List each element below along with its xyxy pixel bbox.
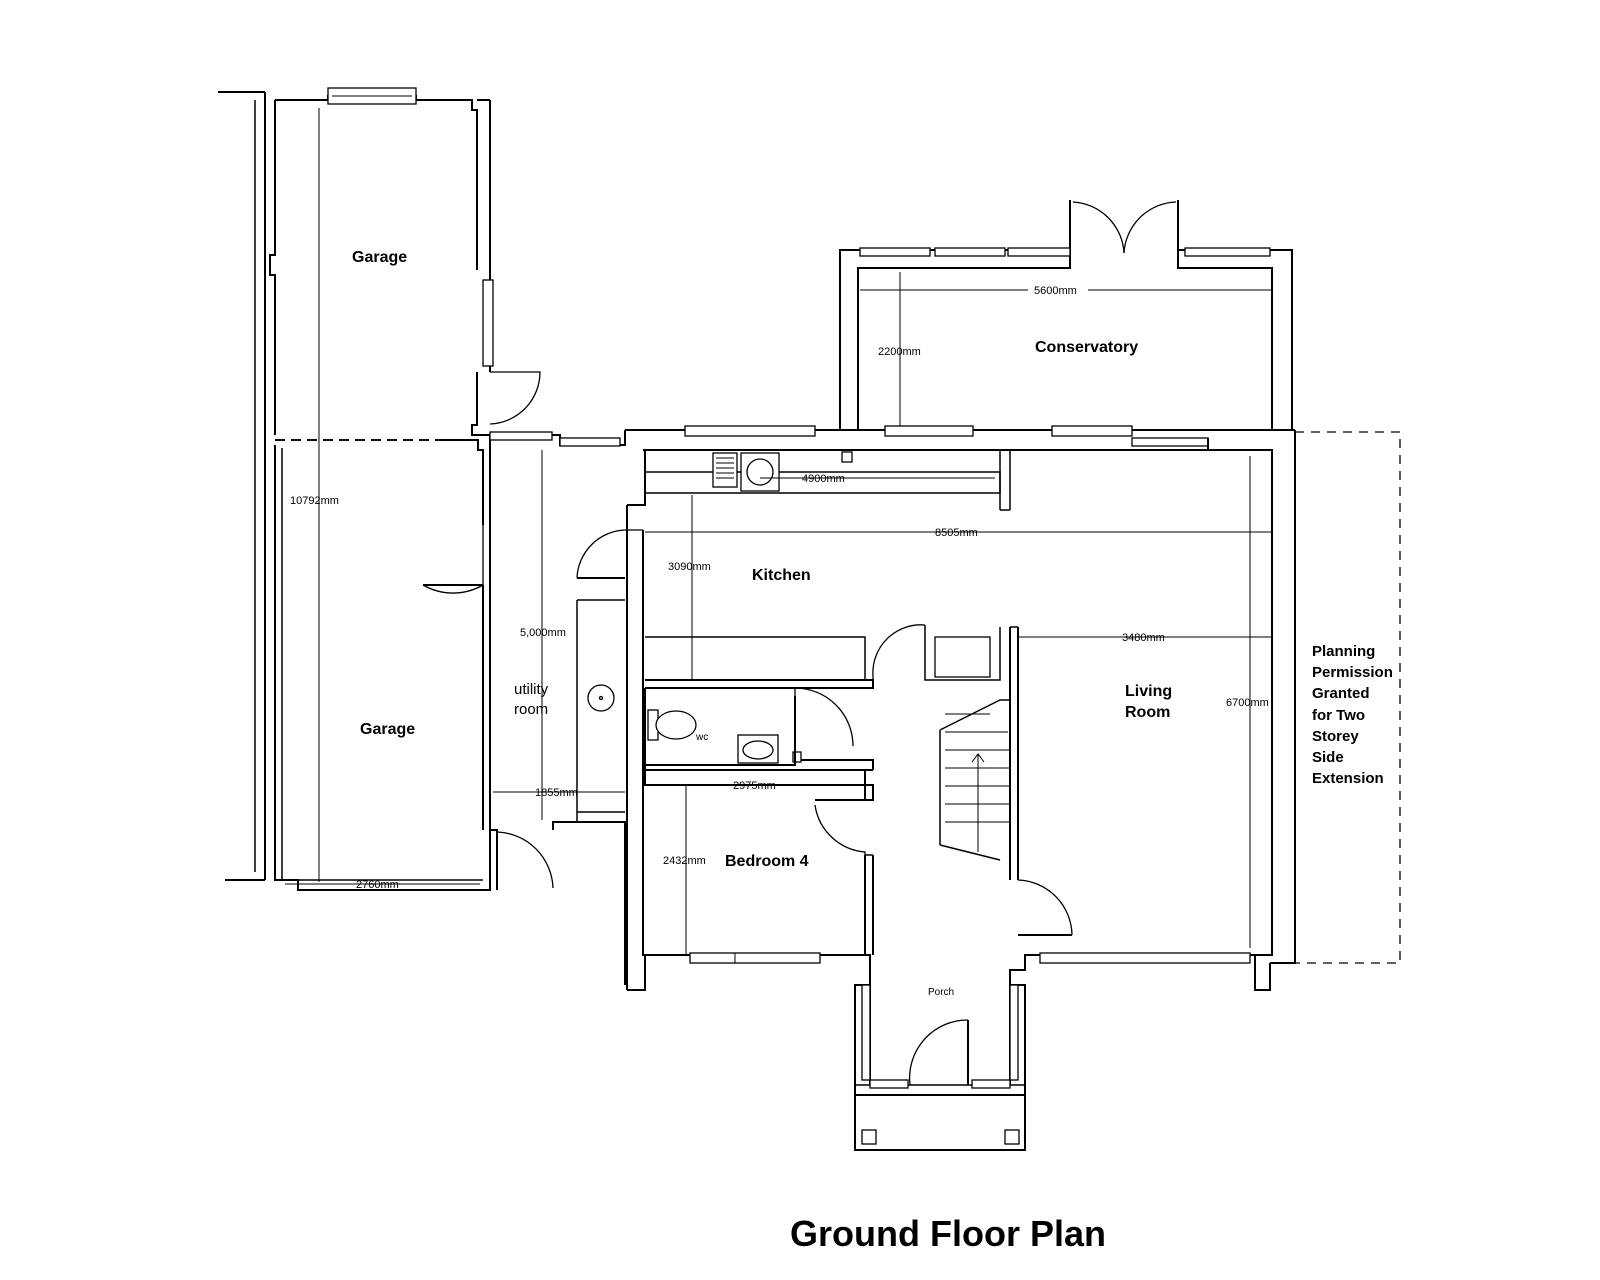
utility-label-1: utility [514,681,549,698]
house-width-label: 8505mm [935,527,978,539]
garage-front-label: Garage [360,721,415,738]
bedroom-depth-label: 2432mm [663,855,706,867]
conservatory-label: Conservatory [1035,339,1138,356]
plan-title: Ground Floor Plan [790,1213,1106,1254]
garage-internal-door [422,525,484,594]
living-door [1017,879,1073,936]
utility-width-label: 1855mm [535,787,578,799]
conservatory-window-1 [859,247,931,257]
kitchen-label: Kitchen [752,567,811,584]
utility-length-label: 5,000mm [520,627,566,639]
porch-front-door [908,1019,969,1086]
kitchen-utility-door [576,529,643,579]
conservatory-window-4 [1184,247,1271,257]
bedroom-walls [644,770,874,955]
kitchen-worktop-label: 4900mm [802,473,845,485]
porch-post-right [1004,1129,1020,1145]
living-width-label: 3480mm [1122,632,1165,644]
living-label-1: Living [1125,683,1172,700]
utility-window-top-2 [559,437,621,447]
kitchen-depth-label: 3090mm [668,561,711,573]
wc-label: wc [695,732,708,743]
garage-rear-label: Garage [352,249,407,266]
porch-post-left [861,1129,877,1145]
garage-walls [218,91,491,891]
planning-note-line-4: for Two [1312,707,1365,724]
planning-note-line-5: Storey [1312,728,1359,745]
porch-walls [854,985,1026,1151]
bedroom-width-label: 2975mm [733,780,776,792]
living-front-window [1039,952,1251,964]
planning-note-line-7: Extension [1312,770,1384,787]
kitchen-rear-window [684,425,816,437]
utility-window-top [489,431,553,441]
conservatory-french-door-left [1072,201,1125,254]
planning-note-line-1: Planning [1312,643,1375,660]
living-depth-label: 6700mm [1226,697,1269,709]
living-rear-window-2 [1131,437,1209,447]
living-rear-window-1 [1051,425,1133,437]
conservatory-window-3 [1007,247,1071,257]
wc-door [794,687,854,747]
kitchen-sink [712,451,853,492]
hall-cupboard [934,636,991,678]
bedroom-front-window [689,952,821,964]
planning-note-line-3: Granted [1312,685,1370,702]
wc-basin [737,734,779,764]
conservatory-walls [839,200,1293,430]
porch-side-window-right [1009,984,1019,1081]
utility-back-door [496,831,554,890]
conservatory-depth-label: 2200mm [878,346,921,358]
kitchen-units [644,450,1011,511]
porch-side-window-left [861,984,871,1081]
bedroom4-label: Bedroom 4 [725,853,809,870]
garage-length-label: 10792mm [290,495,339,507]
garage-side-door [489,371,541,425]
wc-toilet [647,709,697,741]
conservatory-width-label: 5600mm [1034,285,1077,297]
porch-label: Porch [928,987,954,998]
dining-rear-window [884,425,974,437]
living-label-2: Room [1125,704,1170,721]
bedroom-door [814,804,866,855]
conservatory-window-2 [934,247,1006,257]
porch-front-window-right [971,1079,1011,1089]
side-extension-outline [1295,431,1401,964]
planning-note: Planning Permission Granted for Two Stor… [1312,643,1393,787]
planning-note-line-2: Permission [1312,664,1393,681]
porch-front-window-left [869,1079,909,1089]
garage-side-window [482,279,494,367]
utility-label-2: room [514,701,548,718]
conservatory-french-door-right [1123,201,1177,254]
staircase [939,699,1010,861]
planning-note-line-6: Side [1312,749,1344,766]
garage-width-label: 2760mm [356,879,399,891]
kitchen-hall-door [872,624,926,680]
